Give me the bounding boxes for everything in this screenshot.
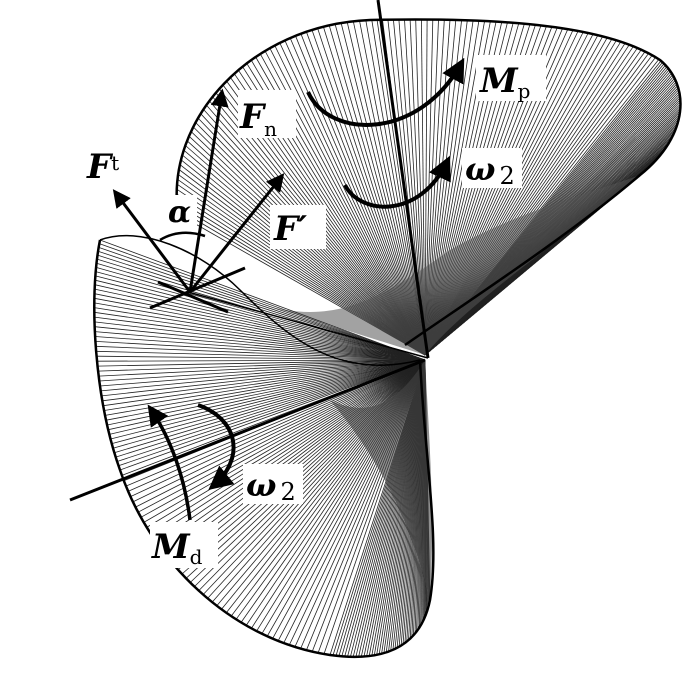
force-prime-label: F′ bbox=[273, 209, 307, 249]
hatch-line bbox=[103, 360, 425, 406]
moment-d-arrow bbox=[150, 408, 190, 520]
alpha-label: α bbox=[168, 195, 191, 230]
